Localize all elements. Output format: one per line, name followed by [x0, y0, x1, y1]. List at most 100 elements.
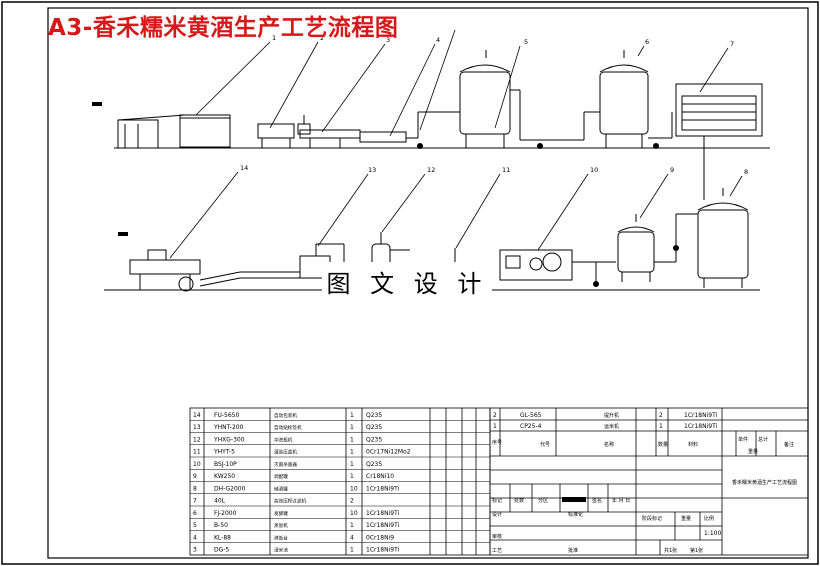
inner-frame: [47, 7, 809, 559]
callout-6: 6: [645, 38, 649, 46]
upper-process-line: [114, 50, 770, 200]
callout-numbers: 1 2 3 4 5 6 7 8 9 10 11 12 13 14: [240, 34, 748, 176]
parts-cell-material: 1Cr18Ni9Ti: [366, 547, 400, 554]
tb-check: 审核: [492, 533, 502, 540]
hdr-name: 名称: [604, 441, 614, 448]
tb-process: 工艺: [492, 548, 502, 554]
parts-cell-no: 11: [193, 449, 201, 456]
parts-cell-qty: 2: [350, 498, 354, 505]
callout-9: 9: [670, 166, 674, 174]
parts-cell-qty: 1: [350, 412, 354, 419]
rp-material-2: 1Cr18Ni9Ti: [684, 423, 718, 430]
callout-5: 5: [524, 38, 528, 46]
callout-2: 2: [320, 34, 324, 42]
parts-cell-no: 5: [193, 522, 197, 529]
tb-design: 设计: [492, 511, 502, 518]
parts-cell-code: B-50: [214, 522, 228, 529]
parts-cell-no: 9: [193, 473, 197, 480]
rp-name-2: 运米机: [604, 423, 619, 430]
left-marker-lower: [118, 232, 128, 236]
parts-cell-name: 淋饭台: [274, 534, 288, 541]
parts-cell-material: Q235: [366, 436, 382, 443]
parts-cell-code: DG-5: [214, 547, 229, 554]
parts-cell-name: 调配罐: [274, 473, 288, 480]
hdr-code: 代号: [540, 441, 550, 448]
tb-count: 处数: [514, 497, 524, 504]
parts-cell-name: 蒸饭机: [274, 522, 288, 529]
upper-leader-lines: [195, 29, 729, 137]
rp-code: GL-565: [520, 412, 542, 419]
hdr-qty: 数量: [658, 441, 668, 448]
rp-code-2: CP25-4: [520, 423, 542, 430]
hdr-total: 总计: [758, 436, 768, 443]
parts-cell-no: 10: [193, 461, 201, 468]
rp-no-2: 1: [493, 423, 497, 430]
parts-cell-no: 6: [193, 510, 197, 517]
parts-cell-material: 1Cr18Ni9Ti: [366, 522, 400, 529]
parts-cell-name: 灭菌杀菌器: [274, 461, 297, 468]
parts-cell-material: 0Cr18Ni9: [366, 534, 394, 541]
parts-cell-code: DH-G2000: [214, 485, 246, 492]
parts-cell-name: 自动贴标签机: [274, 424, 302, 431]
parts-cell-name: 浸米池: [274, 547, 288, 554]
rp-qty-2: 1: [659, 423, 663, 430]
watermark-label: 图 文 设 计: [322, 262, 492, 306]
title-block-fill-bar: [562, 497, 586, 502]
callout-12: 12: [427, 166, 435, 174]
tb-sign: 签名: [592, 497, 602, 504]
upper-pumps: [417, 143, 659, 149]
hdr-weight: 重量: [748, 448, 758, 455]
parts-cell-material: 1Cr18Ni9Ti: [366, 485, 400, 492]
tb-mark: 标记: [492, 497, 502, 504]
tb-stage: 阶段标记: [642, 515, 662, 522]
parts-cell-no: 4: [193, 534, 197, 541]
parts-cell-qty: 1: [350, 424, 354, 431]
parts-cell-qty: 1: [350, 436, 354, 443]
parts-cell-material: 0Cr17Ni12Mo2: [366, 449, 411, 456]
parts-cell-name: 自动包装机: [274, 412, 297, 419]
parts-cell-qty: 4: [350, 534, 354, 541]
parts-cell-material: Q235: [366, 424, 382, 431]
callout-11: 11: [502, 166, 510, 174]
parts-cell-code: KW250: [214, 473, 235, 480]
title-block-labels: 标记 处数 分区 签名 年 月 日 设计 标准化 阶段标记 重量 比例 1:10…: [492, 479, 797, 554]
tb-zone: 分区: [538, 497, 548, 504]
tb-date: 年 月 日: [612, 497, 630, 504]
callout-14: 14: [240, 164, 248, 172]
right-header-labels: 序号 代号 名称 数量 材料 单件 总计 重量 备注: [492, 436, 794, 455]
right-parts-rows: 2 GL-565 提升机 2 1Cr18Ni9Ti 1 CP25-4 运米机 1…: [493, 412, 718, 430]
parts-cell-no: 12: [193, 436, 201, 443]
parts-cell-name: 高效压榨过滤机: [274, 498, 307, 505]
callout-8: 8: [744, 168, 748, 176]
lower-pumps: [593, 245, 679, 287]
parts-cell-qty: 1: [350, 522, 354, 529]
hdr-no: 序号: [492, 439, 502, 446]
tb-scale-label: 比例: [704, 515, 714, 522]
parts-cell-qty: 10: [350, 510, 358, 517]
tb-scale: 1:100: [704, 530, 721, 537]
callout-10: 10: [590, 166, 598, 174]
parts-cell-material: 1Cr18Ni9Ti: [366, 510, 400, 517]
tb-sheet: 第1张: [690, 547, 703, 554]
parts-cell-qty: 1: [350, 449, 354, 456]
callout-13: 13: [368, 166, 376, 174]
tb-approve: 批准: [568, 547, 578, 554]
rp-name: 提升机: [604, 412, 619, 419]
parts-cell-name: 储酒罐: [274, 485, 288, 492]
rp-qty: 2: [659, 412, 663, 419]
hdr-material: 材料: [688, 441, 698, 448]
drawing-title: A3-香禾糯米黄酒生产工艺流程图: [48, 15, 399, 41]
parts-cell-no: 13: [193, 424, 201, 431]
parts-cell-material: Q235: [366, 461, 382, 468]
parts-cell-code: FU-5650: [214, 412, 239, 419]
callout-4: 4: [436, 36, 440, 44]
tb-sheets: 共1张: [664, 547, 677, 554]
parts-cell-material: Cr18Ni10: [366, 473, 394, 480]
parts-cell-code: KL-88: [214, 534, 231, 541]
parts-cell-qty: 1: [350, 547, 354, 554]
parts-cell-qty: 1: [350, 461, 354, 468]
tb-weight: 重量: [681, 515, 691, 522]
parts-cell-no: 7: [193, 498, 197, 505]
